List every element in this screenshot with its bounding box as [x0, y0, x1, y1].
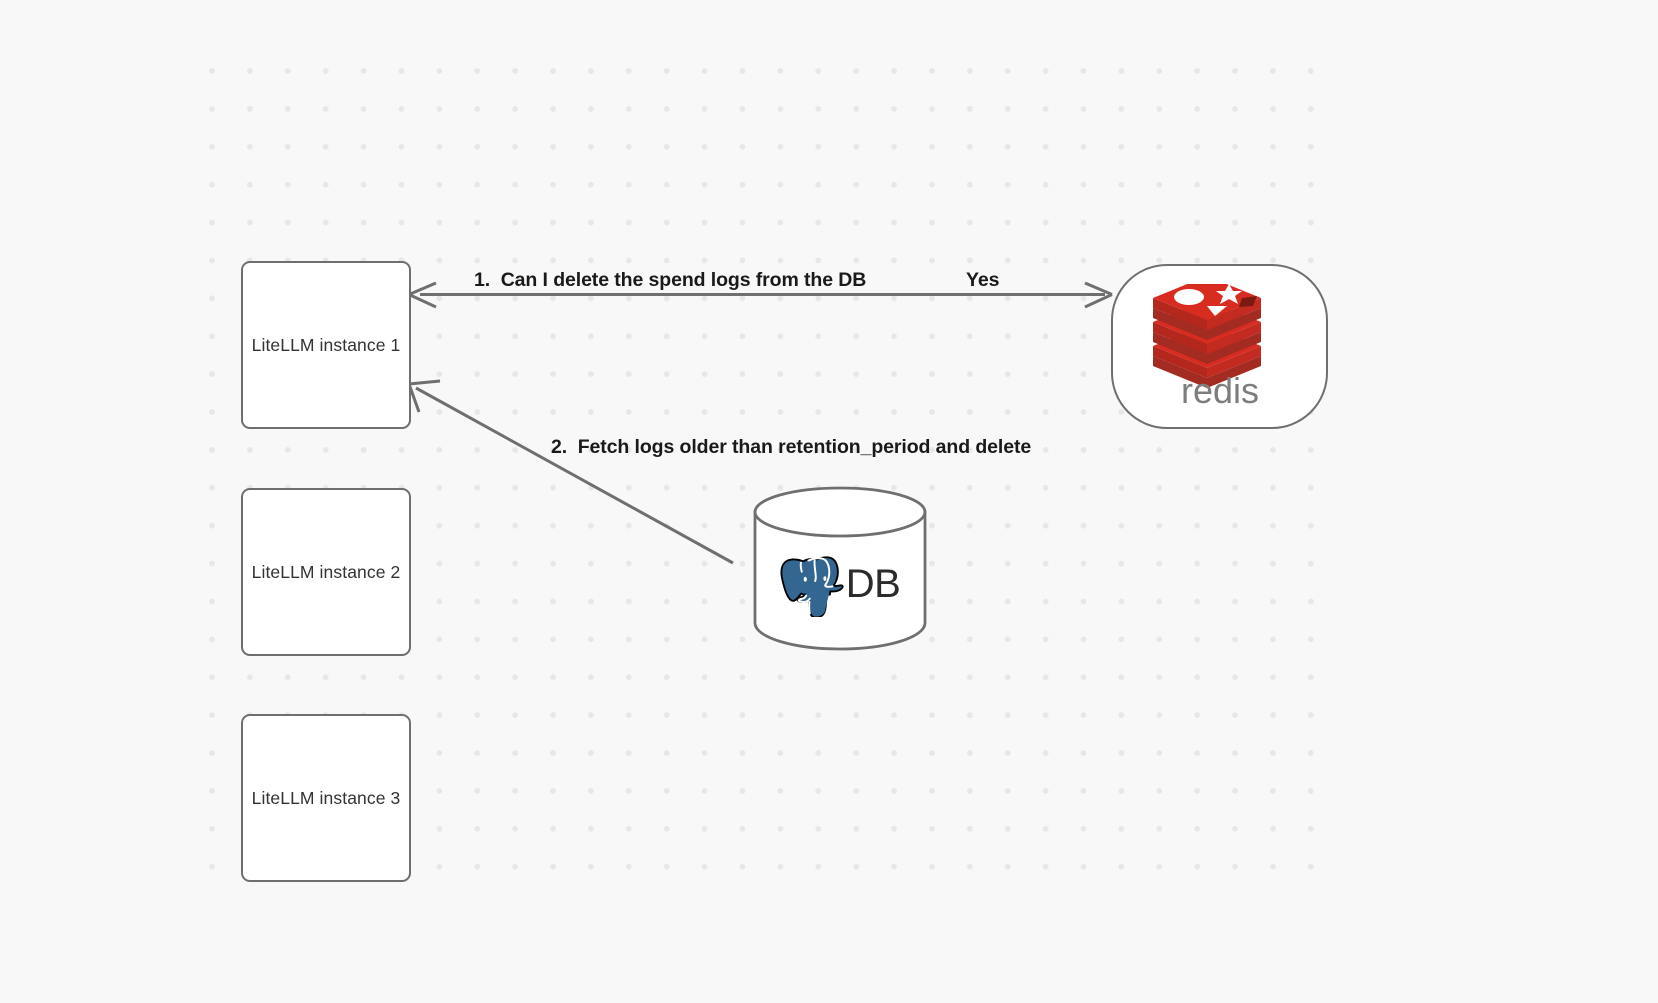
- node-litellm-instance-2-label: LiteLLM instance 2: [251, 561, 401, 582]
- database-label: DB: [845, 562, 901, 606]
- node-litellm-instance-1[interactable]: LiteLLM instance 1: [241, 261, 411, 429]
- edge-label-step-1-response: Yes: [966, 269, 1000, 291]
- node-litellm-instance-1-label: LiteLLM instance 1: [251, 334, 401, 355]
- database-logo-row: DB: [748, 548, 932, 620]
- redis-logo-icon: redis: [1152, 284, 1261, 409]
- node-litellm-instance-3-label: LiteLLM instance 3: [251, 787, 401, 808]
- edge-database-litellm1: [407, 379, 734, 565]
- edge-label-step-2: 2. Fetch logs older than retention_perio…: [551, 436, 1032, 458]
- node-redis[interactable]: redis: [1111, 264, 1328, 429]
- node-litellm-instance-2[interactable]: LiteLLM instance 2: [241, 488, 411, 656]
- postgresql-elephant-icon: [780, 556, 844, 617]
- node-litellm-instance-3[interactable]: LiteLLM instance 3: [241, 714, 411, 882]
- redis-wordmark: redis: [1180, 370, 1258, 409]
- node-database[interactable]: DB: [748, 486, 932, 656]
- database-cylinder-shape: [753, 486, 927, 651]
- edge-label-step-1: 1. Can I delete the spend logs from the …: [474, 269, 867, 291]
